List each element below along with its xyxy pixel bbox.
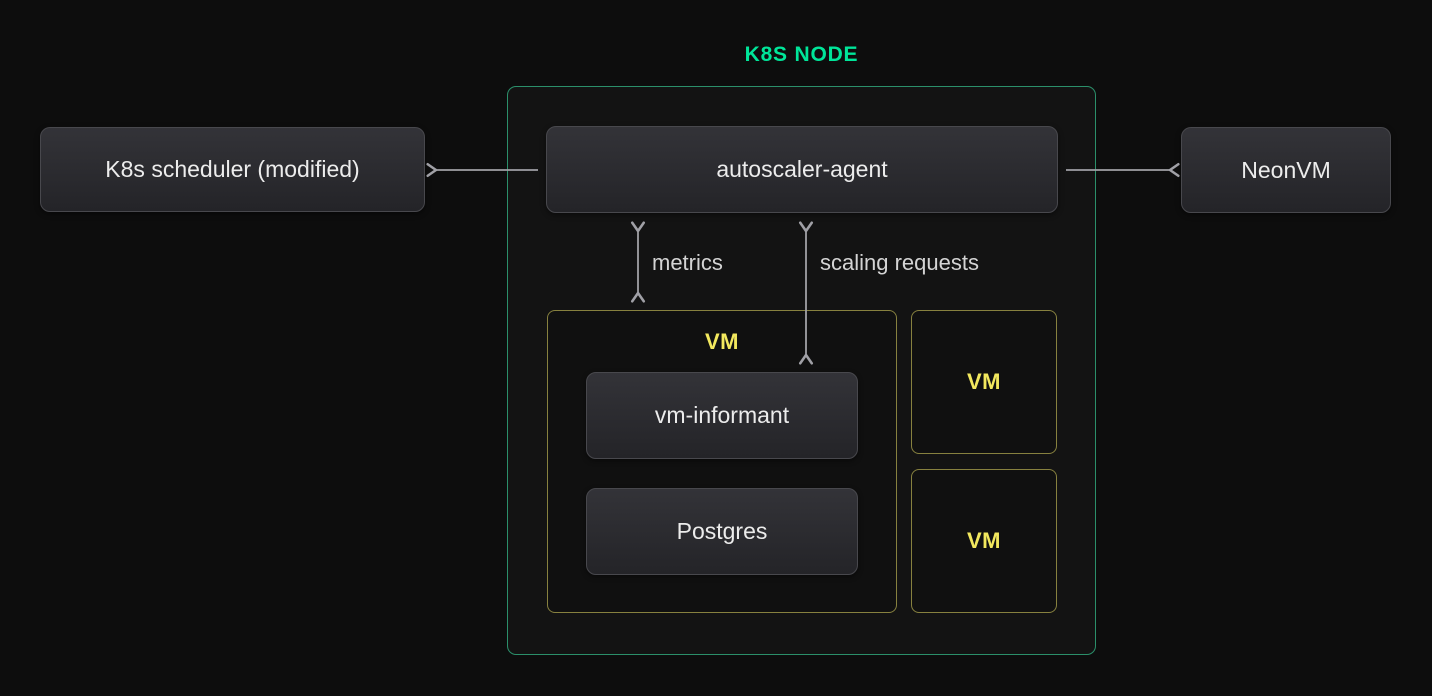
- vm-main-label: VM: [705, 329, 739, 354]
- autoscaler-agent-box: autoscaler-agent: [546, 126, 1058, 213]
- metrics-edge-label: metrics: [652, 250, 723, 275]
- vm-informant-box: vm-informant: [586, 372, 858, 459]
- k8s-scheduler-box: K8s scheduler (modified): [40, 127, 425, 212]
- vm-top-right-box: VM: [911, 310, 1057, 454]
- postgres-box: Postgres: [586, 488, 858, 575]
- scaling-requests-edge-label: scaling requests: [820, 250, 979, 275]
- k8s-node-title: K8S NODE: [744, 43, 859, 66]
- neonvm-box: NeonVM: [1181, 127, 1391, 213]
- vm-bottom-right-label: VM: [967, 528, 1001, 553]
- vm-bottom-right-box: VM: [911, 469, 1057, 613]
- vm-top-right-label: VM: [967, 369, 1001, 394]
